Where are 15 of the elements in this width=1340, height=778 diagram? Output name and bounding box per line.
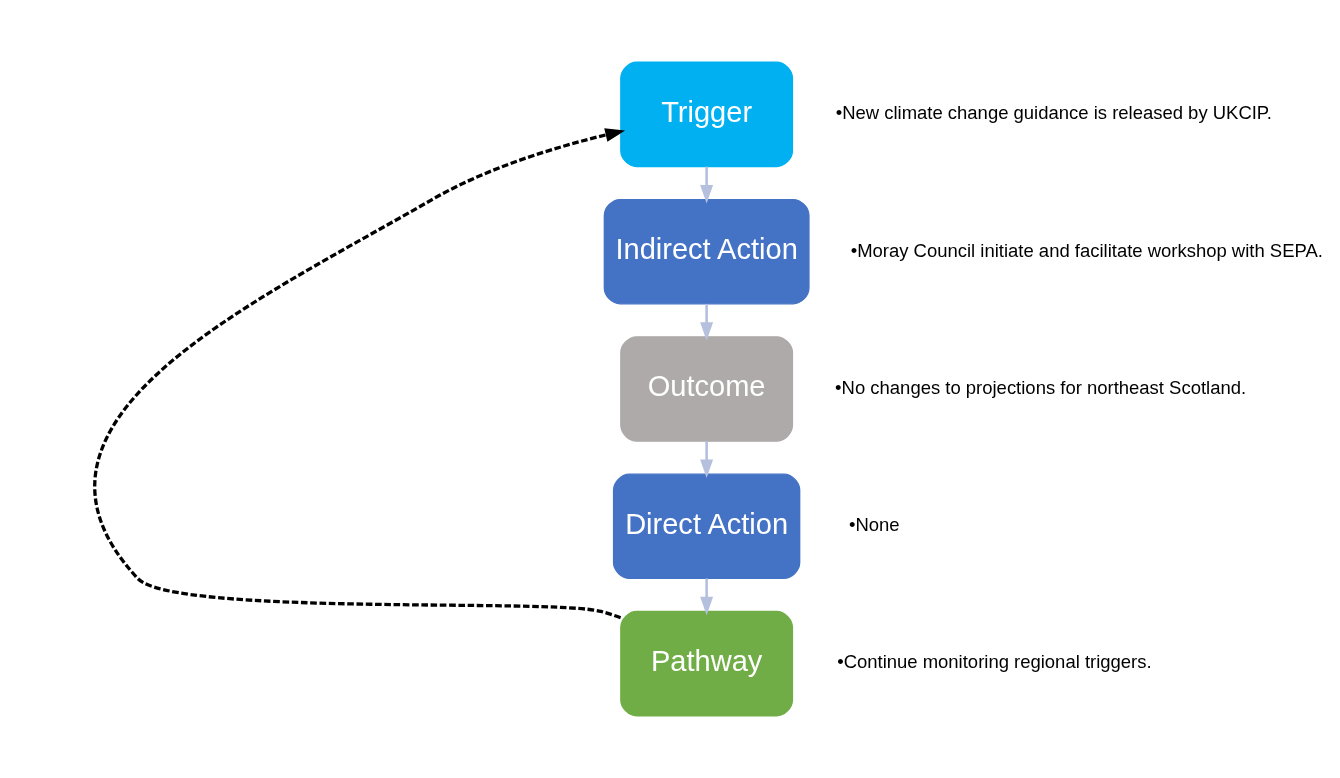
- node-label: •Continue monitoring regional triggers.: [837, 651, 1152, 673]
- arrow: [94, 128, 626, 620]
- arrow: [700, 578, 714, 616]
- arrow: [700, 166, 714, 204]
- node-label: •Moray Council initiate and facilitate workshop with SEPA.: [850, 239, 1323, 261]
- node-box: Trigger: [620, 61, 794, 168]
- node-label: •New climate change guidance is released by UKCIP.: [835, 102, 1272, 124]
- node-label: •None: [848, 514, 900, 536]
- node-box: Direct Action: [612, 473, 801, 580]
- arrow: [700, 303, 714, 341]
- node-box: Indirect Action: [603, 198, 810, 305]
- node-box: Outcome: [620, 336, 794, 442]
- node-box: Pathway: [620, 610, 794, 717]
- node-label: •No changes to projections for northeast Scotland.: [835, 376, 1247, 398]
- arrow: [700, 441, 714, 478]
